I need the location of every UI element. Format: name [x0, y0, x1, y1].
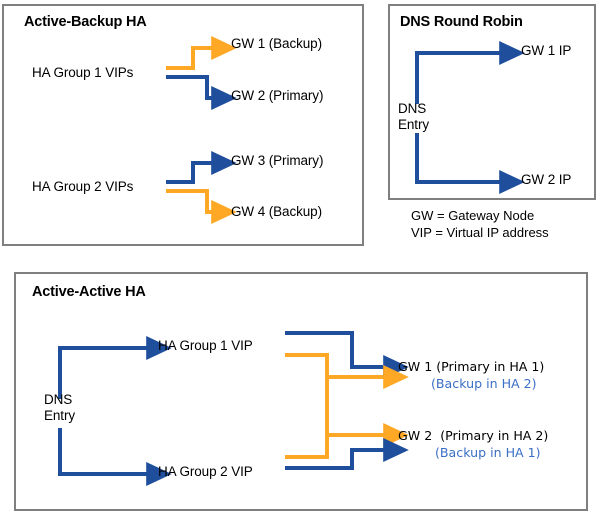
label-gw-2-primary: GW 2 (Primary)	[231, 88, 324, 103]
label-ha-group-2-vip: HA Group 2 VIP	[158, 464, 253, 479]
label-gw-2-primary: (Primary in HA 2)	[440, 428, 549, 443]
label-gw-1-ip: GW 1 IP	[521, 43, 572, 58]
legend-vip: VIP = Virtual IP address	[411, 225, 549, 240]
label-gw-3-primary: GW 3 (Primary)	[231, 153, 324, 168]
label-gw-2-name: GW 2	[398, 428, 433, 443]
legend-gw: GW = Gateway Node	[411, 208, 535, 223]
label-gw-1-backup: GW 1 (Backup)	[231, 36, 322, 51]
label-aa-dns-entry-line2: Entry	[44, 408, 76, 423]
label-gw-2-ip: GW 2 IP	[521, 172, 572, 187]
label-gw-1-backup: (Backup in HA 2)	[431, 375, 537, 391]
panel-title-dns-round-robin: DNS Round Robin	[400, 14, 523, 30]
panel-title-active-active: Active-Active HA	[32, 284, 146, 300]
label-ha-group-2-vips: HA Group 2 VIPs	[32, 179, 134, 194]
label-ha-group-1-vips: HA Group 1 VIPs	[32, 65, 134, 80]
label-dns-entry-line1: DNS	[398, 101, 427, 116]
label-gw-1-roles: GW 1 (Primary in HA 1) (Backup in HA 2)	[398, 359, 544, 392]
label-gw-2-backup: (Backup in HA 1)	[435, 444, 541, 460]
label-dns-entry-line2: Entry	[398, 117, 430, 132]
label-ha-group-1-vip: HA Group 1 VIP	[158, 338, 253, 353]
label-aa-dns-entry-line1: DNS	[44, 392, 73, 407]
label-gw-1-name: GW 1	[398, 359, 433, 374]
label-gw-1-primary: (Primary in HA 1)	[436, 359, 545, 374]
panel-title-active-backup: Active-Backup HA	[24, 14, 147, 30]
label-gw-4-backup: GW 4 (Backup)	[231, 204, 322, 219]
label-gw-2-roles: GW 2 (Primary in HA 2) (Backup in HA 1)	[398, 428, 548, 461]
